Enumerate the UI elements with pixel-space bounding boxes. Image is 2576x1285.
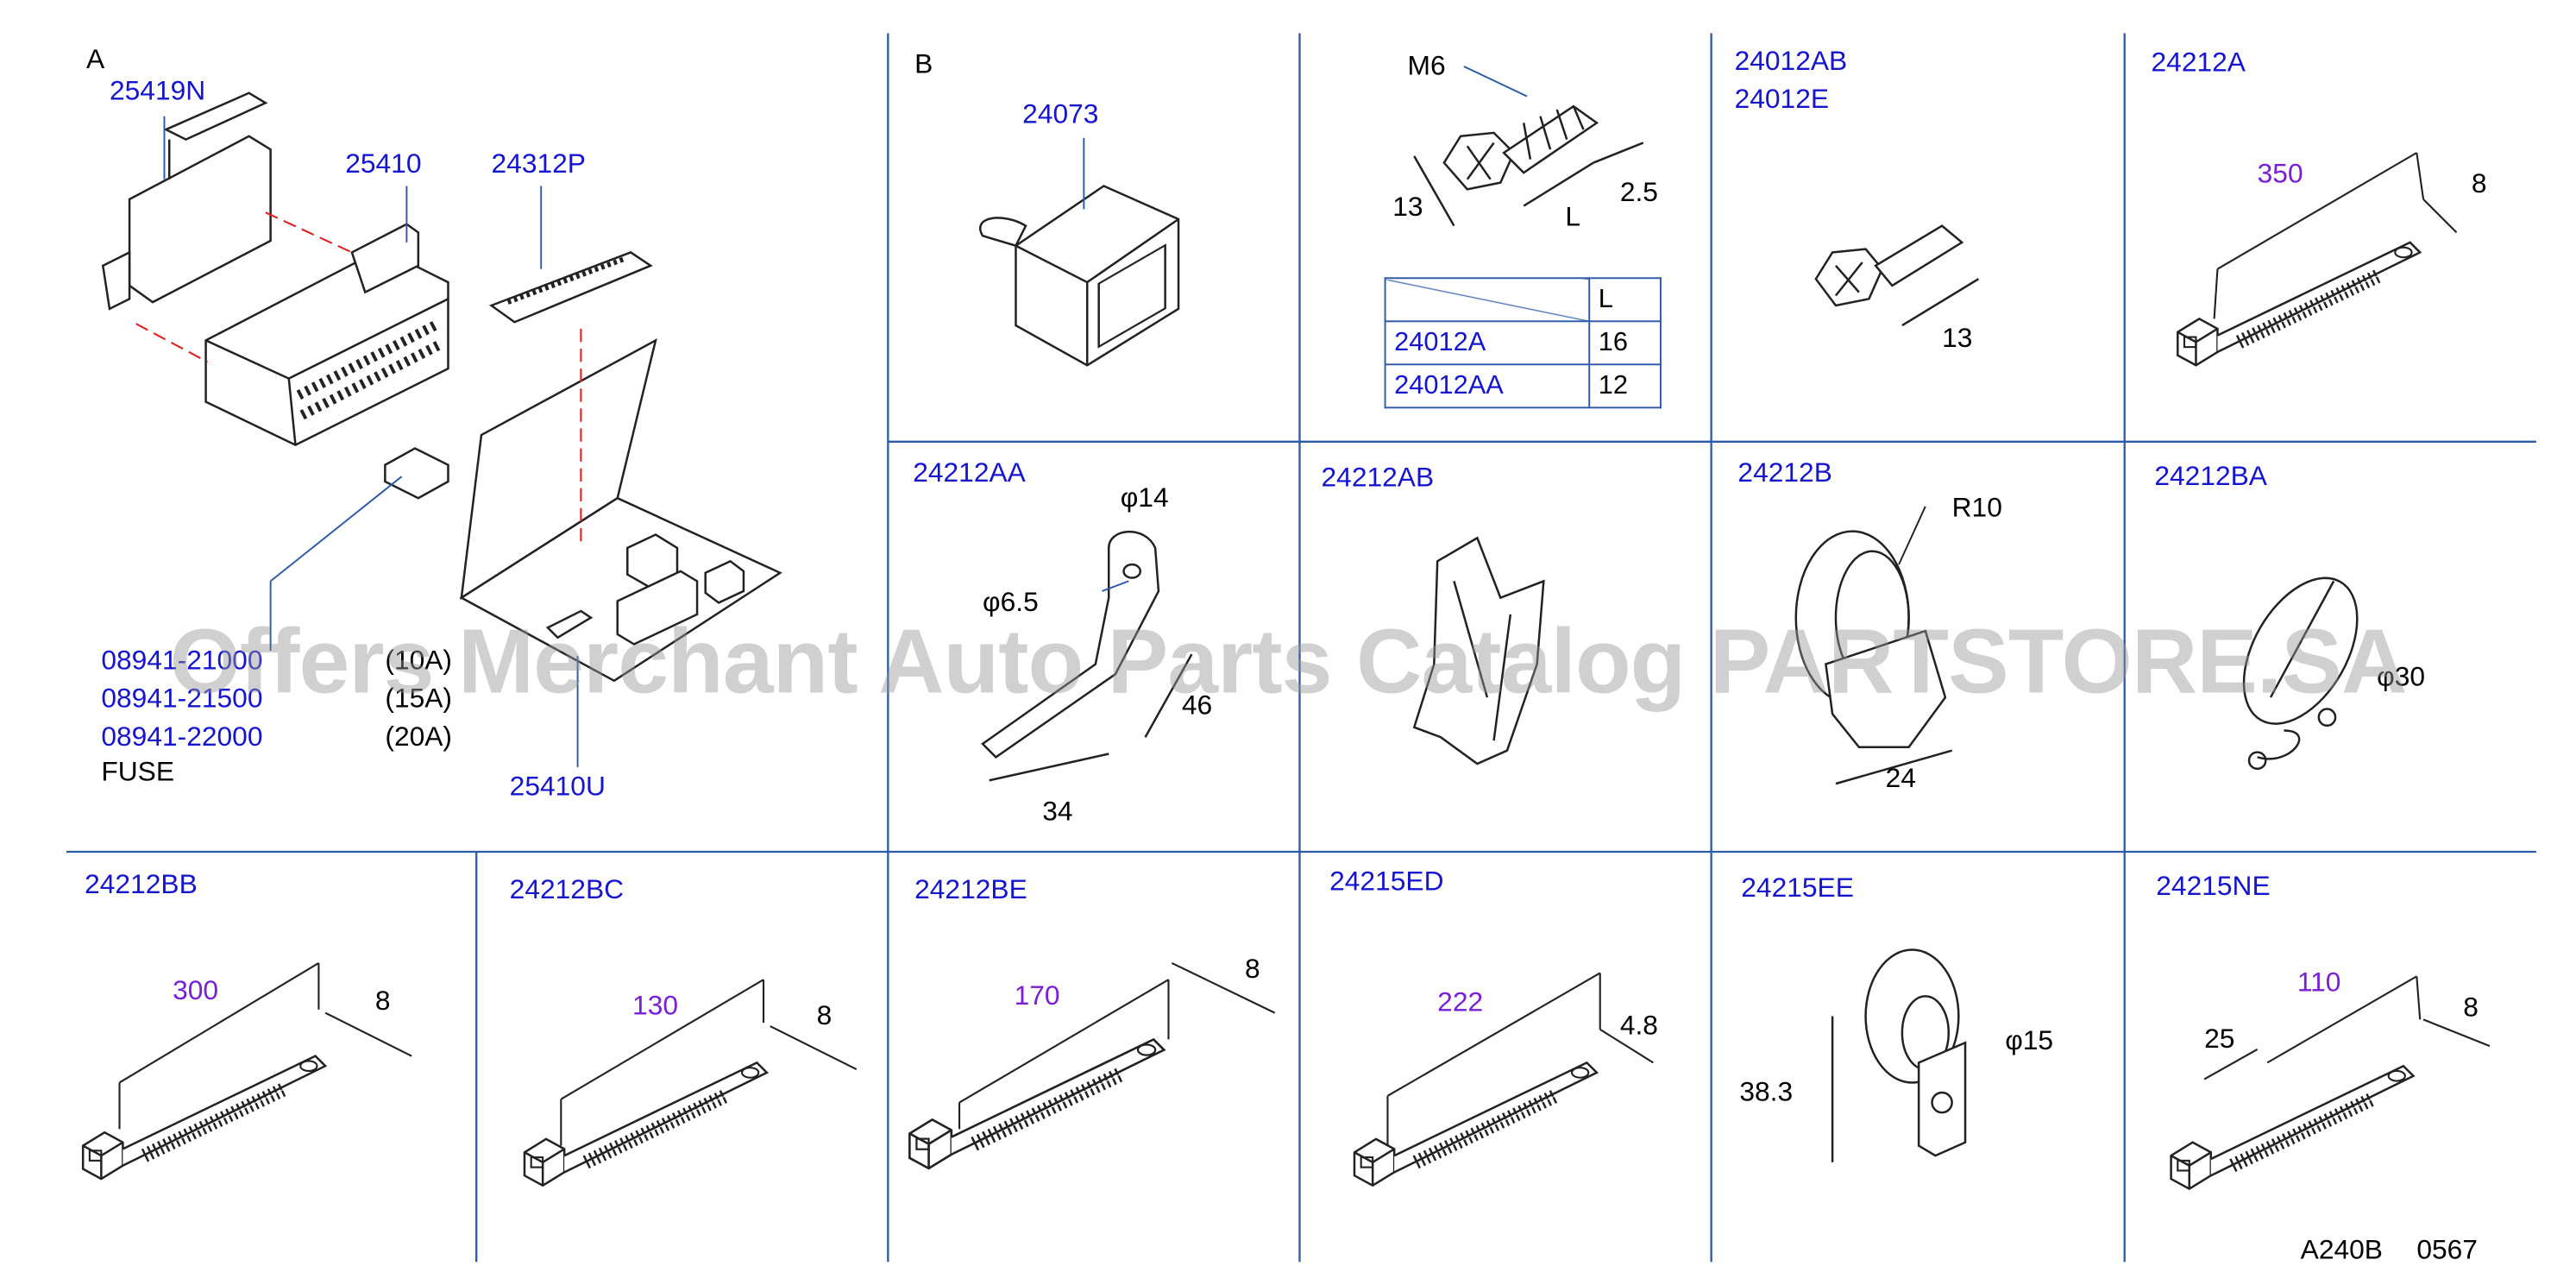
fuse-part-number[interactable]: 08941-21500 <box>101 683 263 715</box>
part-number-label[interactable]: 24012E <box>1734 85 1830 115</box>
clamp-24215ee <box>1831 948 1967 1162</box>
tie-24212be <box>909 1039 1164 1168</box>
width-label: 8 <box>2471 169 2487 199</box>
dimension-lines <box>118 152 2491 1146</box>
part-number-label[interactable]: 25410U <box>509 772 606 803</box>
dimension-label: 24 <box>1885 764 1916 794</box>
part-number-label[interactable]: 24215EE <box>1741 873 1854 904</box>
clip-24212b <box>1794 506 1952 785</box>
fuse-label: FUSE <box>101 757 175 787</box>
length-label: 170 <box>1014 981 1060 1011</box>
radius-label: R10 <box>1951 493 2002 524</box>
thread-size-label: M6 <box>1407 51 1446 82</box>
tie-24215ne <box>2171 1066 2414 1188</box>
part-number-label[interactable]: 24212BC <box>509 874 625 905</box>
diagram-number: 0567 <box>2416 1235 2478 1266</box>
bolt-length-table: L 24012A 16 24012AA 12 <box>1384 277 1662 409</box>
width-label: 8 <box>2463 992 2479 1024</box>
table-header-cell: L <box>1588 277 1662 323</box>
width-label: 8 <box>374 986 391 1017</box>
diagram-code: A240B <box>2300 1235 2383 1266</box>
fuse-rating: (15A) <box>385 683 453 715</box>
fuse-part-number[interactable]: 08941-22000 <box>101 721 263 753</box>
width-label: 8 <box>1245 954 1260 985</box>
length-label: 130 <box>632 991 679 1022</box>
part-number-label[interactable]: 24215NE <box>2156 872 2271 902</box>
fuse-rating: (20A) <box>385 721 453 753</box>
table-row: 24012A 16 <box>1384 320 1662 366</box>
width-label: 8 <box>816 1001 832 1031</box>
diameter-label: φ30 <box>2377 662 2426 693</box>
connector-24073 <box>979 137 1180 367</box>
part-number-label[interactable]: 24212A <box>2151 47 2246 79</box>
length-label: 222 <box>1437 987 1484 1018</box>
part-number-label[interactable]: 24012AB <box>1734 46 1848 77</box>
dimension-label: 13 <box>1392 192 1423 223</box>
bracket-24212aa <box>981 530 1193 782</box>
fuse-rating: (10A) <box>385 646 453 677</box>
length-label: 350 <box>2257 159 2303 190</box>
part-number-label[interactable]: 24212BB <box>85 870 198 900</box>
table-row: 24012AA 12 <box>1384 363 1662 409</box>
clip-24212ab <box>1412 536 1545 765</box>
dimension-label: 13 <box>1942 324 1973 354</box>
dimension-label: 25 <box>2204 1024 2235 1055</box>
watermark: Offers Merchant Auto Parts Catalog PARTS… <box>169 609 2408 713</box>
assembly-guide-lines <box>135 116 582 767</box>
section-a-letter: A <box>86 44 105 75</box>
part-number-label[interactable]: 24212BE <box>914 874 1027 905</box>
grid-lines <box>66 33 2536 1263</box>
table-header-row: L <box>1384 277 1662 323</box>
table-part-cell[interactable]: 24012AA <box>1384 363 1591 409</box>
part-number-label[interactable]: 24212AB <box>1321 463 1435 494</box>
section-b-letter: B <box>914 49 933 80</box>
table-length-cell: 12 <box>1588 363 1662 409</box>
tie-24215ed <box>1354 1062 1597 1185</box>
dimension-label: 34 <box>1042 797 1073 828</box>
dimension-label: 38.3 <box>1739 1077 1794 1108</box>
table-part-cell[interactable]: 24012A <box>1384 320 1591 366</box>
width-label: 4.8 <box>1619 1011 1658 1042</box>
part-number-label[interactable]: 24212AA <box>913 458 1026 488</box>
dimension-label: 2.5 <box>1619 177 1658 208</box>
part-number-label[interactable]: 25410 <box>345 149 422 180</box>
part-number-label[interactable]: 24212B <box>1737 458 1832 488</box>
part-number-label[interactable]: 24073 <box>1022 99 1099 130</box>
diameter-label: φ15 <box>2005 1026 2054 1056</box>
bolt-m6 <box>1413 66 1644 227</box>
tie-24212ba <box>2242 576 2359 771</box>
fuse-block-assembly <box>101 91 782 683</box>
length-label: 110 <box>2296 967 2341 998</box>
length-label: 300 <box>173 976 219 1006</box>
part-number-label[interactable]: 24312P <box>491 149 586 180</box>
fuse-part-number[interactable]: 08941-21000 <box>101 646 263 677</box>
diameter-label: φ14 <box>1120 482 1169 513</box>
table-corner-cell <box>1384 277 1591 323</box>
bolt-24012ab <box>1814 224 1980 327</box>
part-number-label[interactable]: 24215ED <box>1329 866 1444 897</box>
diameter-label: φ6.5 <box>983 588 1039 618</box>
dimension-label: L <box>1565 202 1581 233</box>
table-length-cell: 16 <box>1588 320 1662 366</box>
tie-24212a <box>2177 243 2420 365</box>
dimension-label: 46 <box>1181 690 1213 721</box>
part-number-label[interactable]: 24212BA <box>2154 461 2268 492</box>
part-number-label[interactable]: 25419N <box>109 76 206 107</box>
